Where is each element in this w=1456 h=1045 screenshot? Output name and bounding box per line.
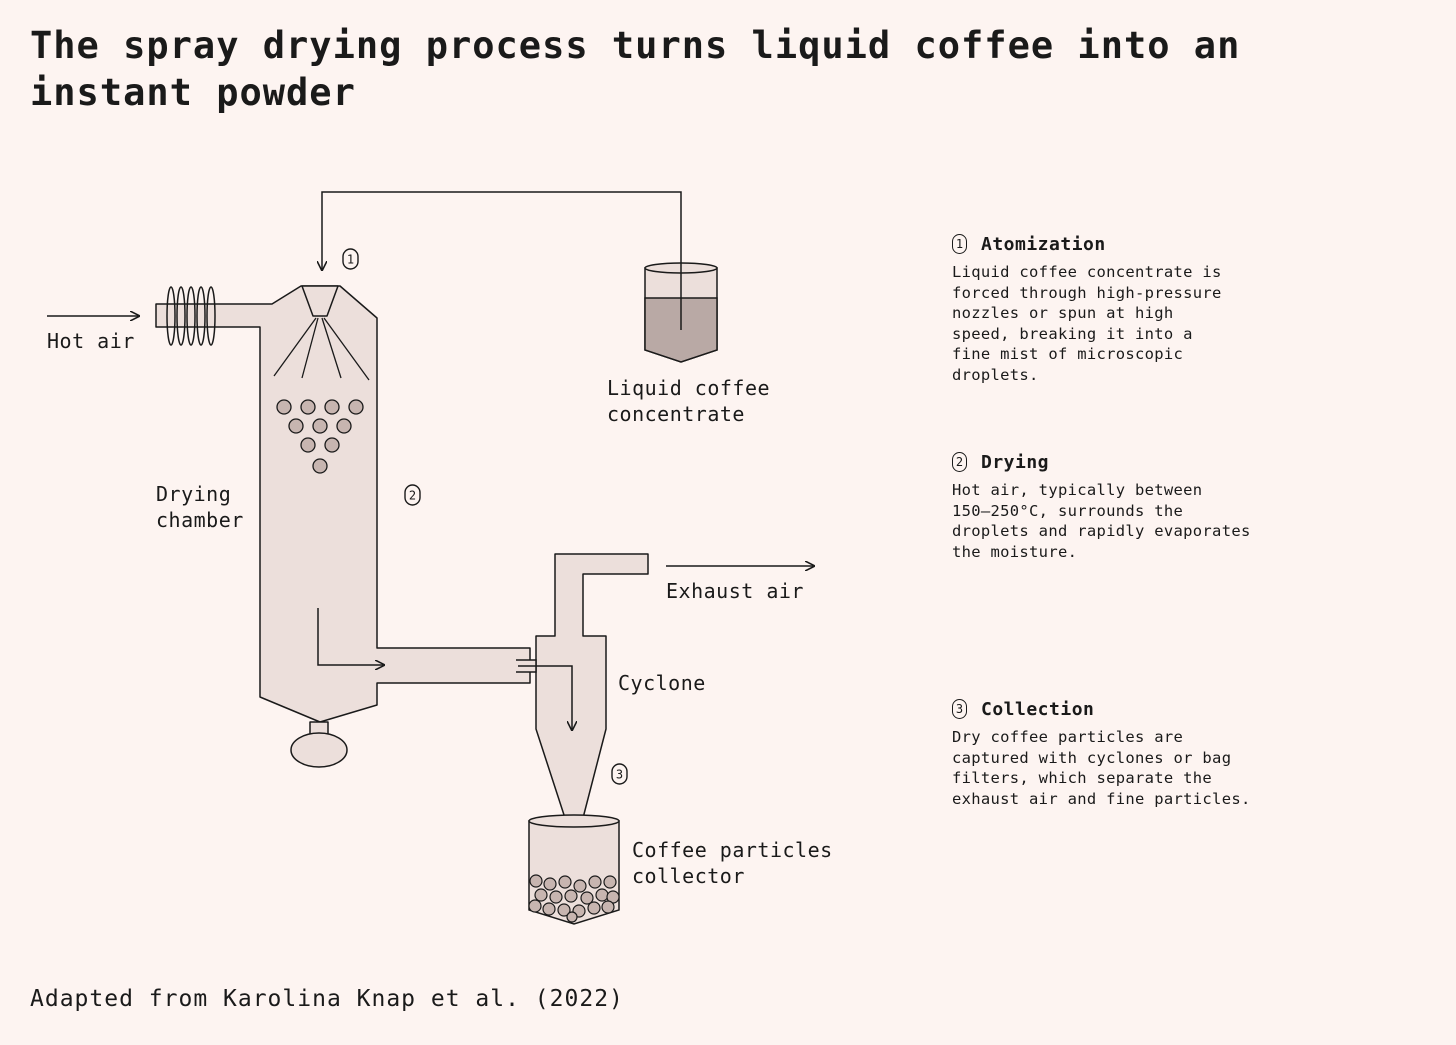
particle bbox=[573, 879, 587, 893]
feed-line bbox=[322, 191, 682, 330]
particle bbox=[595, 888, 609, 902]
spray-mist bbox=[273, 317, 370, 381]
droplet bbox=[276, 399, 292, 415]
step-drying: 2 Drying Hot air, typically between 150–… bbox=[952, 450, 1352, 562]
page-title: The spray drying process turns liquid co… bbox=[30, 24, 1241, 114]
collector-label-line1: Coffee particles bbox=[632, 838, 833, 862]
heating-coil bbox=[166, 286, 216, 346]
droplet bbox=[288, 418, 304, 434]
droplet bbox=[324, 437, 340, 453]
droplet bbox=[348, 399, 364, 415]
particle bbox=[534, 888, 548, 902]
liquid-label-line2: concentrate bbox=[607, 402, 745, 426]
svg-text:3: 3 bbox=[616, 768, 623, 782]
particle bbox=[588, 875, 602, 889]
particle bbox=[580, 891, 594, 905]
particle bbox=[566, 911, 578, 923]
source-credit: Adapted from Karolina Knap et al. (2022) bbox=[30, 986, 624, 1012]
liquid-label-line1: Liquid coffee bbox=[607, 376, 770, 400]
step-description: Liquid coffee concentrate is forced thro… bbox=[952, 263, 1222, 384]
particle bbox=[601, 900, 615, 914]
step-number-badge: 2 bbox=[952, 452, 967, 472]
particle bbox=[603, 875, 617, 889]
particle bbox=[587, 901, 601, 915]
step-number-badge: 1 bbox=[952, 234, 967, 254]
svg-text:2: 2 bbox=[409, 489, 416, 503]
hot-air-label: Hot air bbox=[47, 329, 135, 353]
droplet bbox=[300, 437, 316, 453]
droplet bbox=[312, 418, 328, 434]
marker-1: 1 bbox=[342, 248, 359, 270]
droplet bbox=[300, 399, 316, 415]
particle bbox=[529, 874, 543, 888]
marker-2: 2 bbox=[404, 484, 421, 506]
particle bbox=[528, 899, 542, 913]
collector-label-line2: collector bbox=[632, 864, 745, 888]
step-atomization: 1 Atomization Liquid coffee concentrate … bbox=[952, 232, 1352, 385]
drying-label-line1: Drying bbox=[156, 482, 231, 506]
step-title: Atomization bbox=[981, 233, 1106, 255]
particle bbox=[549, 890, 563, 904]
cyclone-label: Cyclone bbox=[618, 671, 706, 695]
cyclone-flow-arrow bbox=[518, 665, 572, 730]
particle bbox=[543, 877, 557, 891]
drying-label-line2: chamber bbox=[156, 508, 244, 532]
droplet bbox=[336, 418, 352, 434]
particle bbox=[542, 902, 556, 916]
step-title: Drying bbox=[981, 451, 1050, 473]
exhaust-label: Exhaust air bbox=[666, 579, 804, 603]
step-title: Collection bbox=[981, 698, 1095, 720]
step-description: Hot air, typically between 150–250°C, su… bbox=[952, 481, 1251, 561]
droplet bbox=[324, 399, 340, 415]
step-number-badge: 3 bbox=[952, 699, 967, 719]
step-collection: 3 Collection Dry coffee particles are ca… bbox=[952, 697, 1352, 809]
marker-3: 3 bbox=[611, 763, 628, 785]
particle bbox=[558, 875, 572, 889]
flow-arrow bbox=[317, 608, 384, 665]
svg-text:1: 1 bbox=[347, 253, 354, 267]
particle bbox=[564, 889, 578, 903]
chamber-bulb bbox=[290, 732, 348, 768]
atomizer-nozzle bbox=[301, 285, 339, 317]
step-description: Dry coffee particles are captured with c… bbox=[952, 728, 1251, 808]
droplet bbox=[312, 458, 328, 474]
particle bbox=[557, 903, 571, 917]
